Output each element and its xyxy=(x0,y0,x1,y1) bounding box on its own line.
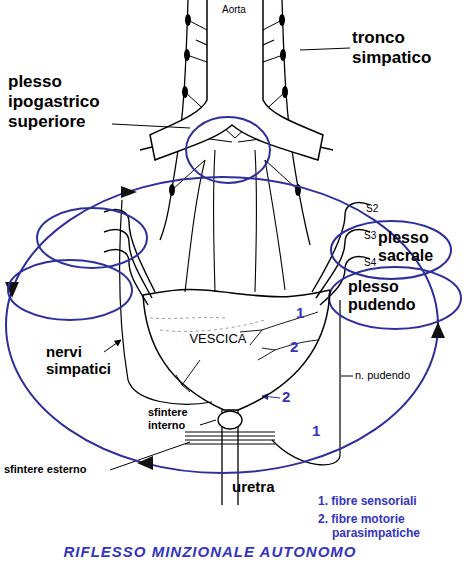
aorta xyxy=(150,0,323,160)
loop-arrow xyxy=(137,456,153,470)
part-name: n. pudendo xyxy=(355,369,435,382)
part-name: uretra xyxy=(232,478,302,495)
leader-line xyxy=(104,340,121,352)
callout-number: 1 xyxy=(312,422,326,439)
part-name: sfintere esterno xyxy=(4,463,124,476)
leader-line xyxy=(262,396,280,398)
bladder-fiber xyxy=(176,312,318,392)
plexus-ellipse xyxy=(329,267,461,329)
part-name: sfintere interno xyxy=(148,406,212,432)
highlight-circle xyxy=(186,117,270,183)
loop-arrow xyxy=(431,322,445,338)
callout-number: 2 xyxy=(282,388,296,405)
internal-sphincter xyxy=(218,411,242,429)
reflex-loop xyxy=(6,177,438,473)
external-sphincter xyxy=(185,432,275,444)
sympathetic-nerve xyxy=(120,200,212,404)
plexus-ellipse xyxy=(331,221,451,279)
part-name: tronco simpatico xyxy=(352,28,452,68)
highlight-circle xyxy=(8,260,132,320)
legend-note: 1. fibre sensoriali xyxy=(318,494,470,508)
diagram-title: RIFLESSO MINZIONALE AUTONOMO xyxy=(30,543,390,560)
leader-line xyxy=(300,48,350,50)
root-name: S2 xyxy=(366,203,386,215)
node-label: plesso pudendo xyxy=(348,278,428,314)
bladder-wall xyxy=(143,290,330,410)
root-name: S4 xyxy=(364,257,384,269)
node-label: plesso sacrale xyxy=(378,229,450,265)
legend-note: 2. fibre motorie parasimpatiche xyxy=(318,512,472,540)
plexus-ellipse: plesso pudendo xyxy=(328,266,462,330)
highlight-circle xyxy=(37,208,147,268)
root-name: S3 xyxy=(364,230,384,242)
leader-line xyxy=(200,420,216,425)
part-name: plesso ipogastrico superiore xyxy=(8,72,128,132)
leader-line xyxy=(112,124,190,128)
loop-arrow xyxy=(121,186,137,198)
plexus-ellipse: plesso sacrale xyxy=(330,220,452,280)
bladder-muscle xyxy=(150,317,265,331)
node-label: VESCICA xyxy=(178,331,258,346)
hypogastric-nerve xyxy=(185,150,285,292)
callout-number: 1 xyxy=(296,304,310,321)
pudendal-nerve xyxy=(272,300,340,465)
leader-line xyxy=(341,376,353,377)
vessel-name: Aorta xyxy=(222,4,262,16)
part-name: nervi simpatici xyxy=(46,343,131,377)
sacral-root xyxy=(104,230,152,298)
bladder-wall xyxy=(143,289,330,296)
callout-number: 2 xyxy=(290,338,304,355)
artery-branch xyxy=(140,40,333,150)
